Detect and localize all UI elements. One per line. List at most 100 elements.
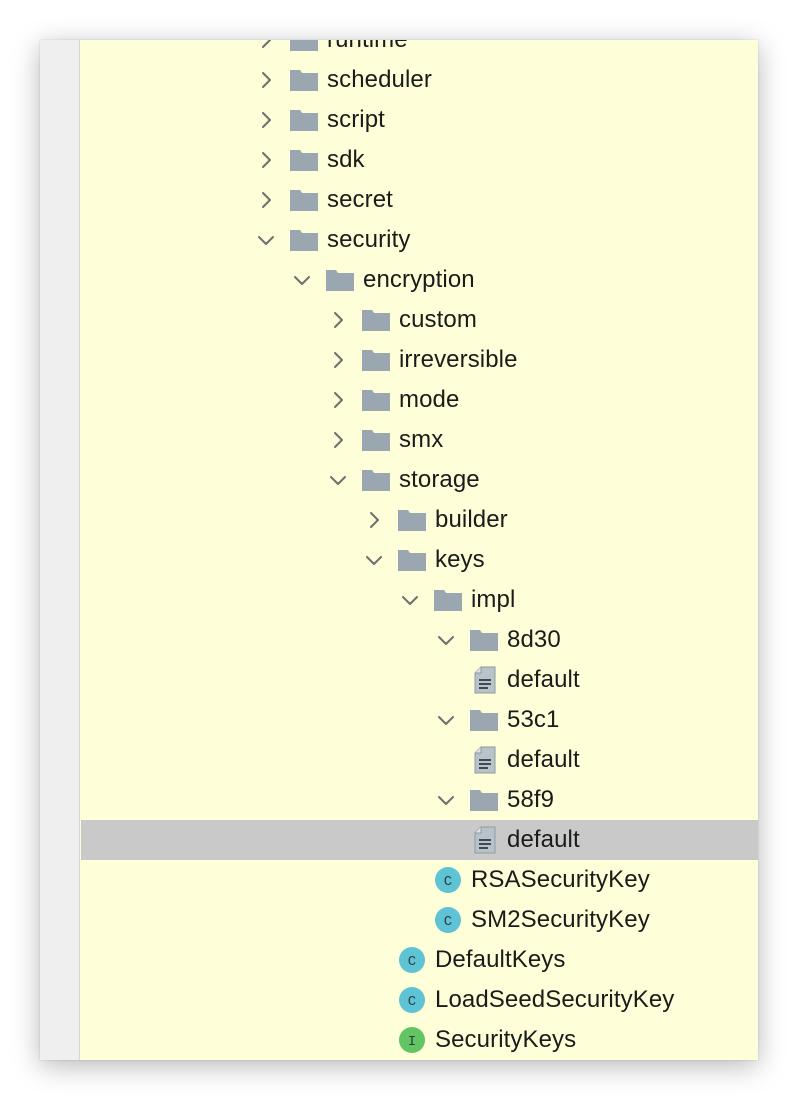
folder-icon — [398, 509, 426, 531]
tree-row-rsasecuritykey[interactable]: C RSASecurityKey — [81, 860, 758, 900]
chevron-right-icon[interactable] — [256, 110, 276, 130]
svg-text:I: I — [408, 1034, 416, 1050]
tree-row-encryption[interactable]: encryption — [81, 260, 758, 300]
tree-row-label: mode — [399, 386, 460, 413]
chevron-right-icon[interactable] — [328, 430, 348, 450]
project-tree[interactable]: runtime scheduler script sdk secret security e… — [81, 40, 758, 1060]
svg-text:C: C — [444, 874, 452, 890]
tree-row-keys[interactable]: keys — [81, 540, 758, 580]
folder-icon — [470, 789, 498, 811]
text-file-icon — [474, 746, 496, 774]
tree-row-builder[interactable]: builder — [81, 500, 758, 540]
chevron-down-icon[interactable] — [256, 230, 276, 250]
folder-icon — [362, 309, 390, 331]
tree-row-label: impl — [471, 586, 516, 613]
tree-row-label: 8d30 — [507, 626, 561, 653]
folder-icon — [326, 269, 354, 291]
tree-row-impl[interactable]: impl — [81, 580, 758, 620]
tree-row-label: encryption — [363, 266, 475, 293]
tree-row-smx[interactable]: smx — [81, 420, 758, 460]
tree-row-label: custom — [399, 306, 477, 333]
folder-icon — [362, 469, 390, 491]
chevron-down-icon[interactable] — [364, 550, 384, 570]
tree-row-label: script — [327, 106, 385, 133]
project-tree-window: runtime scheduler script sdk secret security e… — [40, 40, 758, 1060]
tree-row-securitykeys[interactable]: I SecurityKeys — [81, 1020, 758, 1060]
chevron-down-icon[interactable] — [292, 270, 312, 290]
folder-icon — [470, 709, 498, 731]
tree-row-53c1[interactable]: 53c1 — [81, 700, 758, 740]
tree-row-scheduler[interactable]: scheduler — [81, 60, 758, 100]
tree-row-8d30[interactable]: 8d30 — [81, 620, 758, 660]
class-icon: C — [435, 867, 461, 893]
tree-row-label: runtime — [327, 40, 408, 60]
tree-row-security[interactable]: security — [81, 220, 758, 260]
tree-row-script[interactable]: script — [81, 100, 758, 140]
svg-text:C: C — [408, 954, 416, 970]
tree-row-58f9[interactable]: 58f9 — [81, 780, 758, 820]
interface-icon: I — [399, 1027, 425, 1053]
tree-row-label: 53c1 — [507, 706, 560, 733]
chevron-down-icon[interactable] — [400, 590, 420, 610]
tree-row-mode[interactable]: mode — [81, 380, 758, 420]
tree-row-storage[interactable]: storage — [81, 460, 758, 500]
tree-row-loadseedsecuritykey[interactable]: C LoadSeedSecurityKey — [81, 980, 758, 1020]
chevron-right-icon[interactable] — [364, 510, 384, 530]
tree-row-label: LoadSeedSecurityKey — [435, 986, 675, 1013]
tree-row-default[interactable]: default — [81, 820, 758, 860]
folder-icon — [290, 109, 318, 131]
svg-text:C: C — [408, 994, 416, 1010]
chevron-right-icon[interactable] — [256, 40, 276, 50]
tree-row-label: SM2SecurityKey — [471, 906, 650, 933]
folder-icon — [290, 149, 318, 171]
tree-row-custom[interactable]: custom — [81, 300, 758, 340]
class-icon: C — [435, 907, 461, 933]
chevron-down-icon[interactable] — [436, 710, 456, 730]
tree-row-label: storage — [399, 466, 480, 493]
folder-icon — [290, 40, 318, 51]
folder-icon — [290, 69, 318, 91]
class-icon: C — [399, 947, 425, 973]
tree-row-sm2securitykey[interactable]: C SM2SecurityKey — [81, 900, 758, 940]
chevron-right-icon[interactable] — [328, 390, 348, 410]
tree-row-default[interactable]: default — [81, 660, 758, 700]
folder-icon — [470, 629, 498, 651]
tree-row-default[interactable]: default — [81, 740, 758, 780]
text-file-icon — [474, 666, 496, 694]
chevron-down-icon[interactable] — [436, 630, 456, 650]
folder-icon — [434, 589, 462, 611]
svg-text:C: C — [444, 914, 452, 930]
tree-row-label: keys — [435, 546, 485, 573]
tree-row-label: scheduler — [327, 66, 432, 93]
folder-icon — [362, 349, 390, 371]
tree-row-label: default — [507, 746, 580, 773]
chevron-right-icon[interactable] — [256, 70, 276, 90]
tree-row-label: sdk — [327, 146, 365, 173]
tree-row-label: SecurityKeys — [435, 1026, 577, 1053]
tree-row-label: irreversible — [399, 346, 518, 373]
tree-row-label: 58f9 — [507, 786, 555, 813]
tree-row-label: smx — [399, 426, 444, 453]
tree-row-label: DefaultKeys — [435, 946, 566, 973]
chevron-right-icon[interactable] — [256, 150, 276, 170]
tree-row-label: default — [507, 666, 580, 693]
text-file-icon — [474, 826, 496, 854]
folder-icon — [398, 549, 426, 571]
tree-row-irreversible[interactable]: irreversible — [81, 340, 758, 380]
tree-row-label: default — [507, 826, 580, 853]
chevron-down-icon[interactable] — [328, 470, 348, 490]
tree-row-runtime[interactable]: runtime — [81, 40, 758, 60]
class-icon: C — [399, 987, 425, 1013]
tree-gutter — [40, 40, 80, 1060]
tree-row-label: security — [327, 226, 411, 253]
tree-row-sdk[interactable]: sdk — [81, 140, 758, 180]
folder-icon — [290, 229, 318, 251]
folder-icon — [362, 389, 390, 411]
tree-row-defaultkeys[interactable]: C DefaultKeys — [81, 940, 758, 980]
chevron-right-icon[interactable] — [328, 310, 348, 330]
chevron-right-icon[interactable] — [256, 190, 276, 210]
tree-row-secret[interactable]: secret — [81, 180, 758, 220]
chevron-right-icon[interactable] — [328, 350, 348, 370]
chevron-down-icon[interactable] — [436, 790, 456, 810]
tree-row-label: RSASecurityKey — [471, 866, 650, 893]
